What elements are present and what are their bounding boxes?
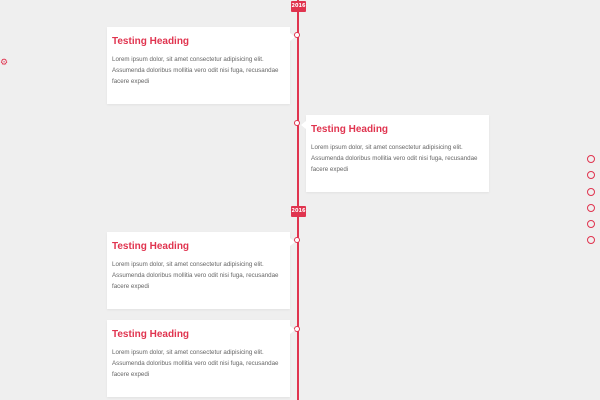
- timeline-node: [294, 120, 300, 126]
- card-heading: Testing Heading: [112, 329, 190, 340]
- card-body: Lorem ipsum dolor, sit amet consectetur …: [112, 261, 279, 290]
- card-body: Lorem ipsum dolor, sit amet consectetur …: [112, 56, 279, 85]
- timeline-card: Testing Heading Lorem ipsum dolor, sit a…: [107, 27, 295, 104]
- side-nav-dot[interactable]: [587, 220, 595, 229]
- timeline-axis: [297, 0, 299, 400]
- card-heading: Testing Heading: [112, 241, 190, 252]
- card-body: Lorem ipsum dolor, sit amet consectetur …: [112, 349, 279, 378]
- side-nav-dot[interactable]: [587, 236, 595, 245]
- side-nav-dot[interactable]: [587, 171, 595, 180]
- side-nav-dot[interactable]: [587, 155, 595, 163]
- card-body: Lorem ipsum dolor, sit amet consectetur …: [311, 144, 478, 173]
- side-navigation: [587, 155, 597, 253]
- timeline-card: Testing Heading Lorem ipsum dolor, sit a…: [107, 320, 295, 397]
- timeline-card: Testing Heading Lorem ipsum dolor, sit a…: [301, 115, 489, 192]
- gear-icon[interactable]: ⚙: [0, 58, 9, 68]
- card-heading: Testing Heading: [311, 124, 389, 135]
- year-badge: 2016: [291, 1, 306, 12]
- card-heading: Testing Heading: [112, 36, 190, 47]
- side-nav-dot[interactable]: [587, 203, 595, 212]
- side-nav-dot[interactable]: [587, 187, 595, 196]
- year-badge: 2016: [291, 206, 306, 217]
- timeline-card: Testing Heading Lorem ipsum dolor, sit a…: [107, 232, 295, 309]
